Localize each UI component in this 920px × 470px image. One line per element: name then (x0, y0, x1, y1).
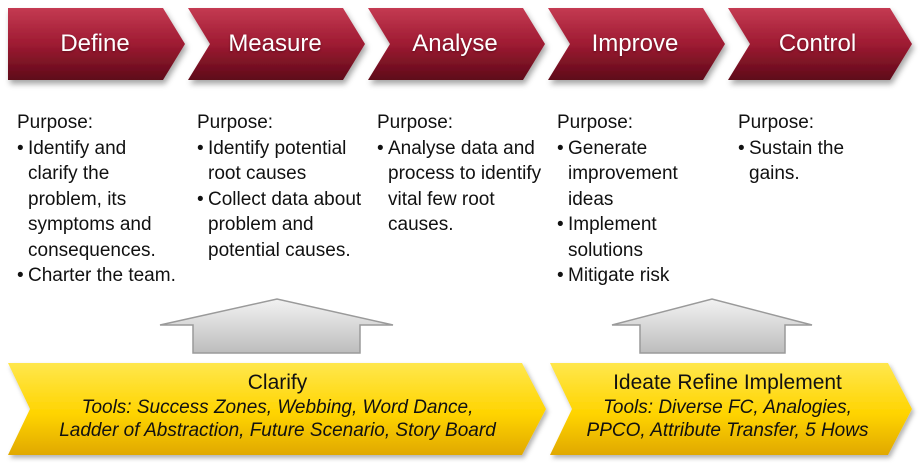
tool-box-line: Tools: Diverse FC, Analogies, (603, 397, 852, 418)
purpose-bullet: Charter the team. (17, 263, 177, 289)
up-arrow-ideate (611, 298, 813, 354)
tool-arrow-ideate (550, 363, 912, 455)
purpose-heading: Purpose: (738, 112, 815, 133)
purpose-heading: Purpose: (17, 112, 94, 133)
purpose-heading: Purpose: (197, 112, 274, 133)
phase-arrow-row (8, 8, 912, 80)
up-arrow-clarify (159, 298, 394, 354)
purpose-bullet: Implement solutions (557, 212, 717, 263)
tool-box-title: Clarify (247, 371, 308, 394)
tool-box-line: Ladder of Abstraction, Future Scenario, … (59, 420, 496, 441)
phase-label-analyse: Analyse (412, 30, 498, 57)
purpose-heading: Purpose: (557, 112, 634, 133)
tool-box-clarify: Clarify Tools: Success Zones, Webbing, W… (20, 370, 535, 442)
purpose-bullet: Identify and clarify the problem, its sy… (17, 136, 177, 264)
phase-label-define: Define (60, 30, 130, 57)
purpose-bullet: Mitigate risk (557, 263, 717, 289)
up-arrow-row (159, 298, 813, 354)
phase-chevron-improve (548, 8, 725, 80)
phase-chevron-define (8, 8, 185, 80)
purpose-bullet: Sustain the gains. (738, 136, 898, 187)
purpose-bullet: Collect data about problem and potential… (197, 187, 367, 264)
tool-box-line: PPCO, Attribute Transfer, 5 Hows (586, 420, 869, 441)
phase-label-measure: Measure (228, 30, 322, 57)
phase-chevron-analyse (368, 8, 545, 80)
purpose-heading: Purpose: (377, 112, 454, 133)
phase-chevron-measure (188, 8, 365, 80)
tool-box-ideate: Ideate Refine Implement Tools: Diverse F… (555, 370, 900, 442)
phase-label-control: Control (778, 30, 857, 57)
phase-chevron-control (728, 8, 912, 80)
tool-arrow-row (8, 363, 912, 455)
purpose-column-measure: Purpose: Identify potential root causes … (197, 110, 367, 263)
tool-arrow-clarify (8, 363, 546, 455)
purpose-bullet: Analyse data and process to identify vit… (377, 136, 542, 238)
purpose-bullet: Identify potential root causes (197, 136, 367, 187)
purpose-column-analyse: Purpose: Analyse data and process to ide… (377, 110, 542, 238)
tool-box-title: Ideate Refine Implement (613, 371, 842, 394)
phase-label-improve: Improve (591, 30, 679, 57)
purpose-column-define: Purpose: Identify and clarify the proble… (17, 110, 177, 289)
tool-box-line: Tools: Success Zones, Webbing, Word Danc… (81, 397, 474, 418)
purpose-column-control: Purpose: Sustain the gains. (738, 110, 898, 187)
purpose-bullet: Generate improvement ideas (557, 136, 717, 213)
purpose-column-improve: Purpose: Generate improvement ideas Impl… (557, 110, 717, 289)
